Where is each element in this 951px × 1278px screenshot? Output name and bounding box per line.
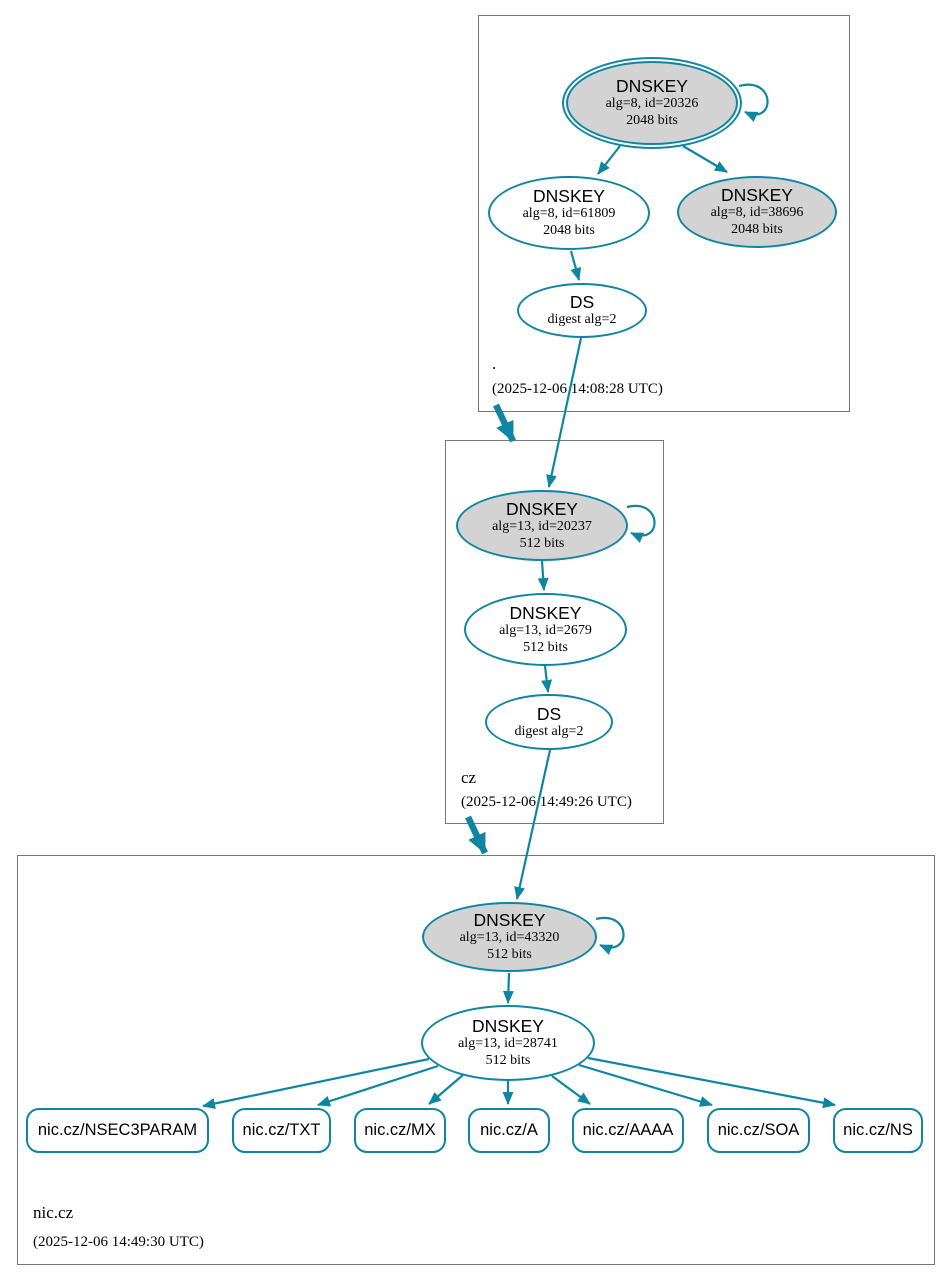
edge-zsk-to-nsec3param bbox=[202, 1057, 430, 1109]
node-title: DNSKEY bbox=[721, 185, 793, 206]
dnskey-node-root-ksk[interactable]: DNSKEY alg=8, id=20326 2048 bits bbox=[562, 57, 742, 149]
rrset-node-mx[interactable]: nic.cz/MX bbox=[354, 1108, 446, 1153]
edge-cz-ksk-to-zsk bbox=[537, 560, 549, 591]
node-detail: 2048 bits bbox=[626, 113, 678, 129]
edge-root-ds-to-cz-ksk bbox=[546, 337, 583, 488]
delegation-arrow-root-to-cz bbox=[493, 403, 516, 443]
node-detail: 512 bits bbox=[487, 947, 532, 963]
self-loop-root-ksk bbox=[738, 83, 769, 122]
node-title: DS bbox=[536, 703, 562, 724]
edge-zsk-to-ns bbox=[587, 1056, 836, 1109]
node-title: DNSKEY bbox=[473, 910, 546, 931]
edge-zsk-to-mx bbox=[428, 1074, 464, 1105]
node-title: DNSKEY bbox=[472, 1016, 544, 1037]
zone-label-niccz: nic.cz bbox=[33, 1203, 74, 1222]
node-detail: 512 bits bbox=[485, 1053, 531, 1069]
node-title: DNSKEY bbox=[506, 498, 578, 519]
rrset-node-ns[interactable]: nic.cz/NS bbox=[833, 1108, 923, 1153]
edge-root-zsk-to-ds bbox=[569, 250, 582, 281]
delegation-arrow-cz-to-niccz bbox=[465, 815, 488, 855]
edge-cz-ds-to-niccz-ksk bbox=[514, 749, 552, 900]
node-detail: digest alg=2 bbox=[547, 312, 617, 328]
self-loop-cz-ksk bbox=[626, 504, 656, 543]
node-detail: alg=13, id=28741 bbox=[458, 1036, 558, 1052]
node-detail: 512 bits bbox=[519, 535, 565, 551]
zone-label-root: . bbox=[492, 354, 497, 373]
node-detail: 2048 bits bbox=[731, 222, 783, 238]
edge-root-ksk-to-zsk bbox=[597, 145, 621, 175]
node-title: DNSKEY bbox=[533, 186, 605, 207]
node-detail: alg=8, id=38696 bbox=[710, 205, 804, 221]
dnskey-node-cz-ksk[interactable]: DNSKEY alg=13, id=20237 512 bits bbox=[456, 490, 628, 561]
ds-node-cz[interactable]: DS digest alg=2 bbox=[485, 694, 613, 750]
zone-timestamp-root: (2025-12-06 14:08:28 UTC) bbox=[492, 381, 663, 397]
self-loop-niccz-ksk bbox=[595, 916, 625, 955]
node-detail: 512 bits bbox=[523, 639, 568, 655]
node-detail: 2048 bits bbox=[543, 223, 595, 239]
edge-cz-zsk-to-ds bbox=[541, 665, 553, 693]
node-detail: alg=8, id=20326 bbox=[605, 96, 699, 112]
edge-zsk-to-soa bbox=[578, 1063, 713, 1107]
edge-root-ksk-to-key38696 bbox=[682, 145, 728, 173]
rrset-node-nsec3param[interactable]: nic.cz/NSEC3PARAM bbox=[26, 1108, 209, 1153]
rrset-node-a[interactable]: nic.cz/A bbox=[468, 1108, 550, 1153]
dnskey-node-niccz-ksk[interactable]: DNSKEY alg=13, id=43320 512 bits bbox=[422, 902, 597, 972]
node-detail: alg=13, id=2679 bbox=[499, 622, 592, 638]
ds-node-root[interactable]: DS digest alg=2 bbox=[517, 283, 647, 338]
dnskey-node-root-38696[interactable]: DNSKEY alg=8, id=38696 2048 bits bbox=[677, 176, 837, 248]
node-title: DNSKEY bbox=[616, 76, 688, 97]
zone-box-niccz bbox=[17, 855, 935, 1265]
zone-timestamp-cz: (2025-12-06 14:49:26 UTC) bbox=[461, 794, 632, 810]
node-detail: alg=13, id=20237 bbox=[492, 518, 592, 534]
edge-zsk-to-txt bbox=[317, 1064, 439, 1107]
rrset-node-aaaa[interactable]: nic.cz/AAAA bbox=[572, 1108, 684, 1153]
dnskey-node-niccz-zsk[interactable]: DNSKEY alg=13, id=28741 512 bits bbox=[421, 1005, 595, 1081]
zone-label-cz: cz bbox=[461, 768, 477, 787]
zone-box-root bbox=[478, 15, 850, 412]
node-title: DS bbox=[569, 292, 595, 313]
node-detail: alg=13, id=43320 bbox=[459, 930, 560, 946]
node-detail: digest alg=2 bbox=[514, 723, 584, 739]
rrset-node-txt[interactable]: nic.cz/TXT bbox=[232, 1108, 331, 1153]
dnskey-node-root-zsk[interactable]: DNSKEY alg=8, id=61809 2048 bits bbox=[488, 176, 650, 250]
zone-timestamp-niccz: (2025-12-06 14:49:30 UTC) bbox=[33, 1234, 204, 1250]
dnskey-node-cz-zsk[interactable]: DNSKEY alg=13, id=2679 512 bits bbox=[464, 593, 627, 666]
node-detail: alg=8, id=61809 bbox=[522, 206, 616, 222]
edge-zsk-to-aaaa bbox=[551, 1075, 591, 1105]
edge-niccz-ksk-to-zsk bbox=[502, 972, 514, 1004]
zone-box-cz bbox=[445, 440, 664, 824]
rrset-node-soa[interactable]: nic.cz/SOA bbox=[707, 1108, 810, 1153]
node-title: DNSKEY bbox=[509, 602, 582, 623]
